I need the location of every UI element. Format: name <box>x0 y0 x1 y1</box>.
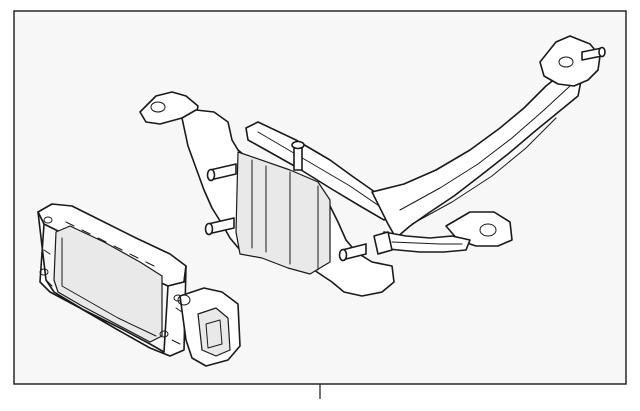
bracket-upper-right-hole <box>558 56 574 68</box>
bracket-clip <box>373 231 393 255</box>
bracket-stud-left-lower <box>204 217 235 236</box>
sensor-connector-port <box>197 307 231 357</box>
mounting-bracket <box>139 35 606 297</box>
sensor-mount-hole <box>159 330 169 338</box>
bracket-stud-top <box>291 140 305 171</box>
bracket-right-ear-hole <box>479 223 497 237</box>
sensor-mount-hole <box>43 216 53 224</box>
bracket-left-ear-hole <box>150 101 166 113</box>
radar-sensor-module <box>37 203 241 367</box>
sensor-body-front <box>37 211 187 357</box>
sensor-mount-hole <box>39 268 49 276</box>
bracket-stud-upper-right <box>581 46 606 61</box>
bracket-stud-left-upper <box>206 163 237 182</box>
bracket-stud-lower-middle <box>338 243 367 262</box>
bracket-upper-right-tab <box>539 35 601 87</box>
sensor-lens-face <box>53 225 163 343</box>
bracket-inner-box <box>235 151 331 275</box>
